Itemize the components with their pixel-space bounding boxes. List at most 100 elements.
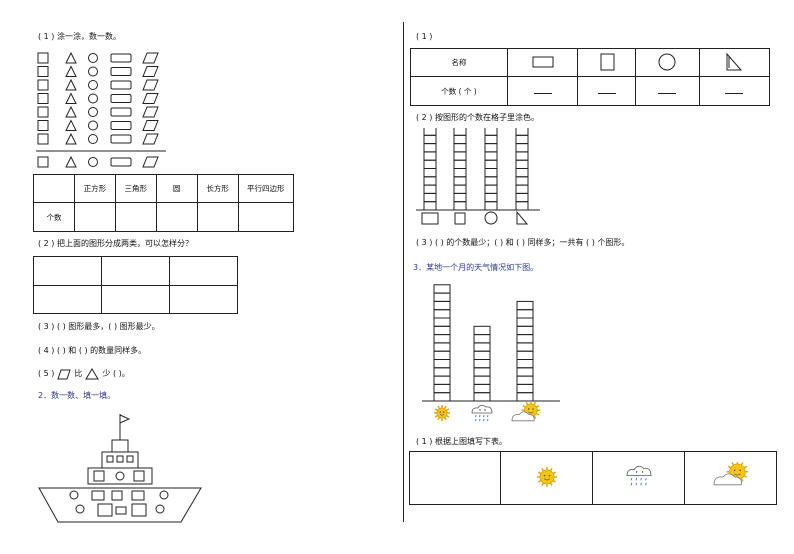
bar-cell — [516, 309, 534, 319]
header-parallelogram: 平行四边形 — [237, 174, 295, 203]
bar-cell — [473, 392, 491, 402]
answer-cell[interactable] — [101, 256, 170, 286]
answer-cell[interactable] — [101, 284, 170, 314]
answer-cell[interactable] — [33, 256, 102, 286]
bar-cell — [423, 128, 437, 136]
header-triangle: 三角形 — [114, 174, 157, 203]
circle-label-icon — [484, 211, 498, 225]
cloud-sun-icon — [714, 461, 749, 486]
bar-cell — [484, 184, 498, 194]
circle-shape — [88, 120, 98, 131]
bar-cell — [515, 134, 529, 145]
bar-cell — [484, 134, 498, 145]
bar-cell — [433, 317, 451, 327]
bar-cell — [423, 168, 437, 178]
q1-5-number: ( 5 ) — [38, 369, 55, 378]
bar-cell — [516, 375, 534, 385]
parallelogram-icon — [57, 369, 72, 379]
bar-cell — [516, 334, 534, 344]
bar-cell — [453, 128, 467, 136]
bar-cell — [453, 176, 467, 186]
square-shape — [37, 106, 49, 118]
bar-cell — [453, 143, 467, 153]
parallelogram-shape — [142, 133, 159, 145]
square-shape — [37, 93, 49, 104]
square-shape — [37, 120, 49, 131]
bar-cell — [423, 201, 437, 211]
bar-cell — [433, 350, 451, 360]
triangle-shape — [65, 105, 77, 118]
circle-shape — [88, 93, 98, 104]
bar-cell — [484, 192, 498, 203]
shape-grid — [36, 51, 166, 168]
bar-cell — [473, 367, 491, 377]
rectangle-shape — [110, 157, 132, 167]
bar-cell — [473, 359, 491, 369]
bar-cell — [473, 383, 491, 394]
header-square: 正方形 — [73, 174, 116, 203]
rectangle-label-icon — [421, 212, 439, 225]
square-shape — [37, 156, 49, 168]
row-label-name: 名称 — [410, 48, 508, 77]
bar-cell — [423, 159, 437, 170]
answer-cell[interactable] — [73, 202, 116, 232]
answer-cell[interactable] — [155, 202, 198, 232]
rectangle-shape — [110, 67, 132, 76]
bar-cell — [516, 359, 534, 369]
shape-name-table: 名称 个数 ( 个 ) — [410, 48, 771, 106]
bar-cell — [515, 128, 529, 136]
q1-5-compare: 比 — [74, 369, 83, 378]
triangle-shape — [65, 119, 77, 131]
answer-cell[interactable] — [408, 451, 502, 505]
answer-cell[interactable] — [169, 256, 238, 286]
bar-cell — [453, 201, 467, 211]
answer-cell[interactable] — [577, 76, 636, 106]
bar-cell — [484, 168, 498, 178]
bar-cell — [473, 350, 491, 360]
triangle-shape — [65, 51, 77, 64]
bar-cell — [516, 383, 534, 394]
flag-icon — [119, 414, 131, 424]
bar-cell — [453, 151, 467, 161]
parallelogram-shape — [142, 93, 159, 104]
answer-cell[interactable] — [237, 202, 295, 232]
bar-cell — [516, 367, 534, 377]
triangle-shape — [65, 92, 77, 104]
parallelogram-shape — [142, 106, 159, 118]
parallelogram-shape — [142, 66, 159, 77]
square-icon — [600, 53, 614, 70]
bar-cell — [473, 375, 491, 385]
answer-cell[interactable] — [196, 202, 239, 232]
answer-cell[interactable] — [33, 284, 102, 314]
sun-icon — [536, 467, 557, 487]
bar-cell — [433, 375, 451, 385]
bar-cell — [473, 334, 491, 344]
square-shape — [37, 52, 49, 64]
circle-shape — [88, 157, 98, 167]
bar-cell — [453, 159, 467, 170]
shape-color-chart — [416, 128, 540, 225]
right-triangle-icon — [726, 52, 743, 70]
q1-4-text: ( 4 ) ( ) 和 ( ) 的数量同样多。 — [38, 346, 147, 355]
bar-cell — [484, 128, 498, 136]
hull — [38, 487, 202, 523]
bar-cell — [453, 134, 467, 145]
header-rectangle: 长方形 — [196, 174, 239, 203]
bar-cell — [423, 176, 437, 186]
q1-5-line: ( 5 ) 比 少 ( )。 — [38, 368, 130, 380]
answer-cell[interactable] — [634, 76, 700, 106]
rectangle-shape — [110, 80, 132, 90]
bar-cell — [423, 192, 437, 203]
answer-cell[interactable] — [169, 284, 238, 314]
bar-cell — [433, 367, 451, 377]
answer-cell[interactable] — [506, 76, 579, 106]
square-shape — [37, 66, 49, 77]
bar-cell — [484, 143, 498, 153]
bar-cell — [423, 143, 437, 153]
ship-picture — [38, 414, 202, 523]
r-q1-text: ( 1 ) — [416, 32, 433, 41]
answer-cell[interactable] — [114, 202, 157, 232]
circle-shape — [88, 66, 98, 77]
answer-cell[interactable] — [698, 76, 771, 106]
bar-cell — [423, 184, 437, 194]
